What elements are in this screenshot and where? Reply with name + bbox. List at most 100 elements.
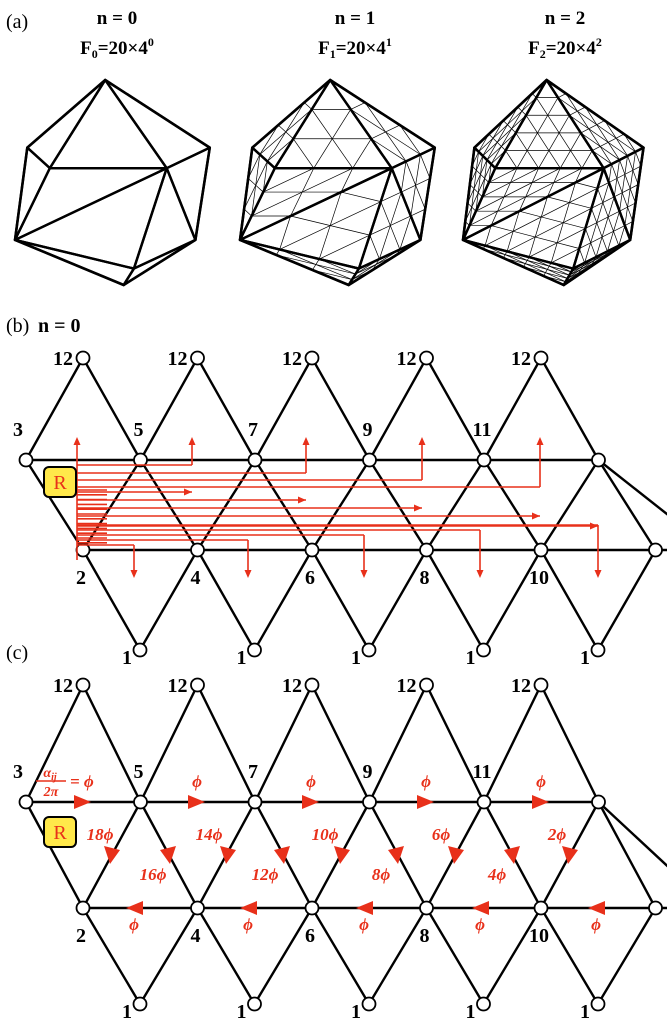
subdivision-line — [575, 168, 583, 183]
formula-numerator: αij — [43, 766, 57, 783]
phase-label: 10ϕ — [312, 825, 339, 844]
subdivision-line — [262, 161, 268, 193]
subdivision-line — [575, 182, 598, 189]
net-edge — [139, 683, 199, 804]
vertex-label: 12 — [511, 348, 531, 370]
phase-arrow-diag — [504, 846, 520, 864]
subdivision-line — [505, 150, 518, 169]
subdivision-line — [591, 150, 612, 165]
vertex-label: 1 — [237, 647, 247, 669]
subdivision-line — [400, 161, 407, 193]
panel-a-label: (a) — [6, 11, 28, 33]
subdivision-line — [401, 178, 431, 193]
subdivision-line — [380, 201, 401, 250]
ray-arrowhead — [73, 437, 81, 445]
subdivision-line — [584, 182, 610, 263]
subdivision-line — [319, 234, 370, 260]
subdivision-line — [595, 196, 615, 258]
vertex — [18, 794, 34, 810]
subdivision-line — [371, 138, 407, 162]
icosahedron-outline — [238, 78, 437, 287]
subdivision-line — [538, 115, 570, 169]
vertex — [419, 350, 434, 366]
subdivision-line — [550, 182, 576, 263]
subdivision-line — [482, 115, 527, 157]
ray-arrowhead — [244, 570, 252, 578]
subdivision-line — [585, 106, 620, 161]
net-edge — [368, 356, 428, 462]
net-edge — [310, 458, 371, 552]
subdivision-line — [484, 225, 492, 246]
subdivision-line — [506, 208, 592, 252]
icosahedron-1 — [238, 78, 437, 287]
net-edge — [539, 458, 600, 552]
subdivision-line — [369, 234, 380, 260]
vertex — [247, 642, 262, 658]
net-edge — [425, 906, 485, 1006]
subdivision-line — [619, 159, 636, 204]
vertex-label: 1 — [122, 1001, 132, 1021]
vertex — [304, 677, 320, 693]
subdivision-line — [569, 114, 628, 157]
subdivision-line — [352, 138, 372, 169]
vertex — [132, 642, 148, 658]
net-edge — [597, 458, 657, 552]
phase-arrow-left — [588, 901, 605, 915]
phase-arrow-right — [302, 795, 319, 809]
vertex-label: 4 — [191, 925, 201, 947]
subdivision-line — [420, 154, 431, 179]
panel-b: (b) n = 0 12112112112112135791132468102R — [6, 315, 667, 669]
net-edge — [367, 548, 428, 652]
vertex-label: 1 — [580, 1001, 590, 1021]
subdivision-line — [503, 120, 517, 134]
subdivision-line — [516, 97, 559, 169]
subdivision-line — [293, 138, 315, 169]
subdivision-line — [243, 208, 252, 217]
icosahedron-2 — [461, 78, 645, 287]
ray-arrowhead — [532, 512, 540, 520]
subdivision-line — [579, 225, 626, 249]
formula-rhs: = ϕ — [70, 772, 94, 791]
vertex — [533, 350, 549, 366]
subdivision-line — [565, 245, 619, 283]
net-edge — [482, 458, 543, 552]
net-edge — [138, 548, 199, 652]
net-edge — [138, 906, 199, 1006]
vertex-label: 8 — [420, 925, 430, 947]
subdivision-line — [518, 168, 539, 212]
vertex — [476, 452, 492, 468]
vertex-label: 10 — [529, 567, 549, 589]
phase-arrow-right — [532, 795, 549, 809]
net-edge — [597, 458, 667, 516]
phase-label: ϕ — [421, 772, 431, 791]
panel-c: (c) 12112112112112135791132468102ϕϕϕϕϕϕϕ… — [6, 642, 667, 1021]
phase-arrow-right — [417, 795, 434, 809]
vertex — [476, 794, 492, 810]
ray-arrowhead — [188, 437, 196, 445]
vertex-label: 12 — [53, 348, 73, 370]
net-edge — [539, 683, 600, 804]
net-edge — [539, 906, 600, 1006]
net-edge — [310, 548, 371, 652]
icosahedron-outline — [13, 78, 212, 287]
vertex — [75, 677, 91, 693]
subdivision-line — [263, 167, 314, 193]
net-edge — [253, 906, 314, 1006]
vertex-label: 3 — [13, 761, 23, 783]
net-edge — [425, 548, 485, 652]
subdivision-line — [341, 191, 381, 202]
vertex — [18, 452, 34, 468]
vertex-label: 1 — [351, 647, 361, 669]
icosahedron-face — [238, 166, 393, 270]
subdivision-line — [591, 208, 608, 252]
face-count-formula: F1=20×41 — [318, 35, 392, 61]
reference-badge — [43, 816, 77, 848]
net-edge — [310, 356, 371, 462]
phase-label: 14ϕ — [196, 825, 223, 844]
vertex-label: 12 — [282, 675, 302, 697]
subdivision-line — [565, 93, 612, 165]
icosahedron-face — [473, 78, 548, 170]
icosahedron-outline — [461, 78, 645, 287]
panel-c-label: (c) — [6, 642, 28, 664]
net-edge — [196, 906, 256, 1006]
